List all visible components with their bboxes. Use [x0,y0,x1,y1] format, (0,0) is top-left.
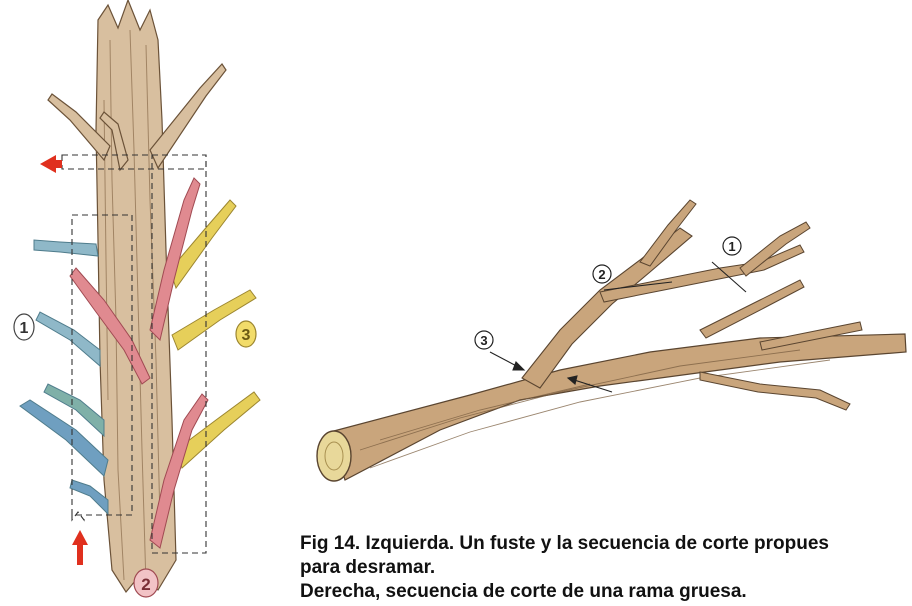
branch-twig-d [700,280,804,338]
label-group-2: 2 [134,569,158,597]
left-arrow-icon [40,155,62,173]
branch-diagram: 1 2 3 [317,200,906,481]
label-cut-1: 1 [723,237,741,255]
figure-caption: Fig 14. Izquierda. Un fuste y la secuenc… [300,532,912,604]
branch-cut-face [317,431,351,481]
label-cut-2-text: 2 [598,267,605,282]
label-group-2-text: 2 [141,575,150,594]
label-cut-3: 3 [475,331,493,349]
label-group-1: 1 [14,314,34,340]
main-branch [330,334,906,480]
label-group-3-text: 3 [242,327,251,344]
label-group-3: 3 [236,321,256,347]
branch-twig-f [700,372,850,410]
up-arrow-icon [72,530,88,565]
label-cut-1-text: 1 [728,239,735,254]
caption-line-2: para desramar. [300,556,912,580]
label-cut-2: 2 [593,265,611,283]
label-group-1-text: 1 [20,320,29,337]
branch-group-1 [20,240,108,514]
caption-line-3: Derecha, secuencia de corte de una rama … [300,580,912,604]
caption-line-1: Fig 14. Izquierda. Un fuste y la secuenc… [300,532,912,556]
cut-outline-left-tail [72,512,84,520]
trunk-diagram: 1 3 2 [14,0,260,597]
label-cut-3-text: 3 [480,333,487,348]
